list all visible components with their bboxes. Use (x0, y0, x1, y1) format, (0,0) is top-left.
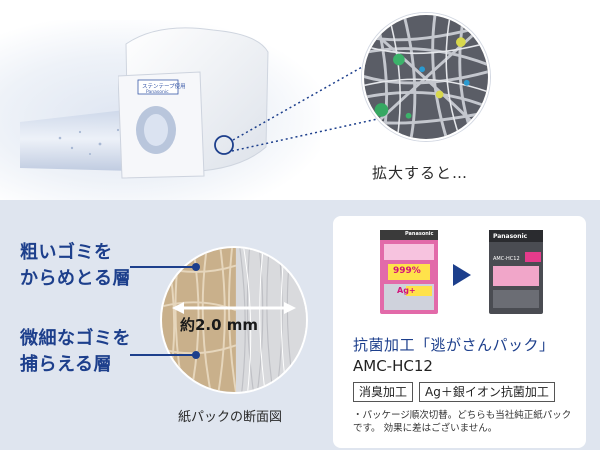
feature-tag-deodorize: 消臭加工 (353, 382, 414, 402)
coarse-layer-label-line-1: 粗いゴミを (20, 242, 113, 263)
thickness-arrow-icon (172, 302, 296, 314)
package-old-brand: Panasonic (405, 231, 434, 237)
feature-tag-antibacterial: Ag＋銀イオン抗菌加工 (419, 382, 555, 402)
package-new-illustration (489, 230, 543, 314)
zoom-caption: 拡大すると… (372, 164, 469, 182)
coarse-layer-label-line-2: からめとる層 (20, 268, 131, 289)
cross-section-caption: 紙パックの断面図 (178, 410, 283, 425)
fine-layer-label: 微細なゴミを 捕らえる層 (20, 326, 131, 378)
fine-layer-leader-line (130, 351, 200, 359)
coarse-layer-leader-line (130, 263, 200, 271)
package-new-brand: Panasonic (493, 233, 528, 240)
paper-bag-illustration (118, 27, 269, 179)
feature-tags: 消臭加工 Ag＋銀イオン抗菌加工 (353, 382, 555, 402)
product-title: 抗菌加工「逃がさんパック」 (353, 336, 555, 354)
coarse-layer-label: 粗いゴミを からめとる層 (20, 240, 131, 292)
zoom-indicator-lines (214, 57, 383, 155)
chevron-right-icon (453, 264, 471, 286)
package-old-illustration (380, 230, 438, 314)
package-new-model: AMC-HC12 (493, 256, 520, 262)
magnified-fiber-circle (362, 13, 490, 141)
thickness-label: 約2.0 mm (180, 316, 259, 334)
fiber-texture-icon (364, 15, 488, 139)
bag-sub-label: Panasonic (146, 90, 169, 95)
fine-layer-label-line-1: 微細なゴミを (20, 328, 131, 349)
package-old-badge: 999% (393, 266, 421, 276)
product-card: Panasonic 999% Ag+ Panasonic AMC-HC12 抗菌… (333, 216, 586, 448)
bottom-section: 粗いゴミを からめとる層 微細なゴミを 捕らえる層 (0, 200, 600, 450)
fine-layer-label-line-2: 捕らえる層 (20, 354, 112, 375)
top-section: ステンテープ使用 Panasonic (0, 0, 600, 200)
package-note: ・パッケージ順次切替。どちらも当社純正紙パックです。 効果に差はございません。 (353, 410, 572, 434)
bag-label: ステンテープ使用 (142, 84, 186, 90)
product-model: AMC-HC12 (353, 357, 433, 375)
package-old-ag-mark: Ag+ (397, 286, 416, 295)
